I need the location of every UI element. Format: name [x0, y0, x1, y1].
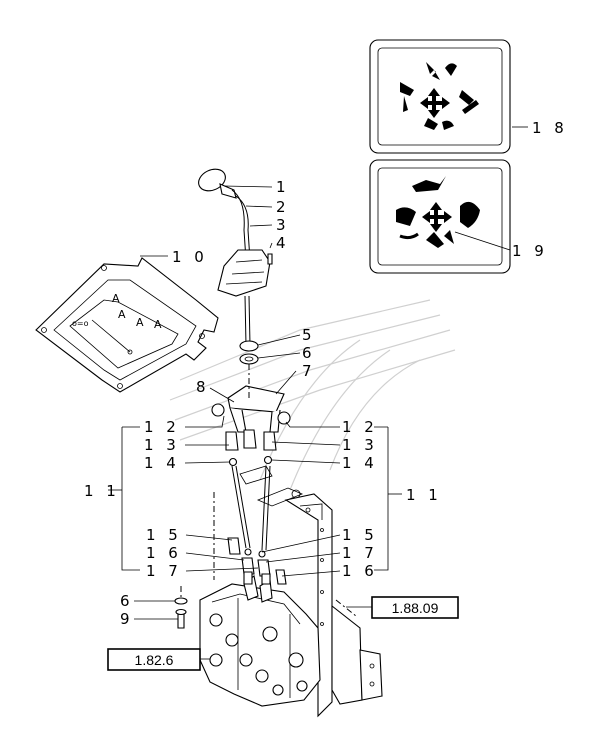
callout-15-right: 1 5	[342, 526, 378, 544]
callout-8: 8	[196, 378, 206, 396]
watermark	[169, 299, 456, 491]
decal-19	[369, 159, 511, 274]
floor-mount	[331, 599, 383, 705]
svg-text:A: A	[136, 316, 144, 329]
callout-11-right: 1 1	[406, 486, 442, 504]
callout-14-right: 1 4	[342, 454, 378, 472]
bolt-and-washer	[174, 586, 188, 629]
callout-13-right: 1 3	[342, 436, 378, 454]
callout-5: 5	[302, 326, 312, 344]
joystick-lever	[198, 168, 273, 346]
callout-17-left: 1 7	[146, 562, 182, 580]
callout-19: 1 9	[512, 242, 548, 260]
linkage	[211, 403, 291, 551]
leader-lines	[108, 126, 528, 660]
callout-7: 7	[302, 362, 312, 380]
callout-9: 9	[120, 610, 130, 628]
callout-16-right: 1 6	[342, 562, 378, 580]
callout-16-left: 1 6	[146, 544, 182, 562]
washers	[239, 340, 259, 365]
callout-6: 6	[302, 344, 312, 362]
callout-11-left: 1 1	[84, 482, 120, 500]
callout-6-lower: 6	[120, 592, 130, 610]
reference-box-1-88-09[interactable]: 1.88.09	[371, 596, 459, 619]
reference-box-1-82-6[interactable]: 1.82.6	[107, 648, 201, 671]
callout-2: 2	[276, 198, 286, 216]
callout-10: 1 0	[172, 248, 208, 266]
callout-3: 3	[276, 216, 286, 234]
mounting-plate: A A A A o=o	[35, 257, 219, 393]
callout-1: 1	[276, 178, 286, 196]
svg-text:A: A	[112, 292, 120, 305]
joystick-pattern-icon	[396, 176, 480, 248]
callout-labels: 1 2 3 4 1 0 5 6 7 8 1 8 1 9 1 2 1 3 1 4 …	[84, 119, 568, 628]
callout-12-right: 1 2	[342, 418, 378, 436]
callout-15-left: 1 5	[146, 526, 182, 544]
joystick-pattern-icon	[400, 62, 479, 130]
svg-text:A: A	[118, 308, 126, 321]
callout-18: 1 8	[532, 119, 568, 137]
reference-label: 1.88.09	[392, 600, 439, 616]
svg-text:o=o: o=o	[72, 319, 89, 328]
support-bracket	[213, 465, 333, 718]
callout-4: 4	[276, 234, 286, 252]
callout-17-right: 1 7	[342, 544, 378, 562]
decal-18	[369, 39, 511, 154]
reference-label: 1.82.6	[135, 652, 174, 668]
callout-14-left: 1 4	[144, 454, 180, 472]
callout-12-left: 1 2	[144, 418, 180, 436]
callout-13-left: 1 3	[144, 436, 180, 454]
svg-text:A: A	[154, 318, 162, 331]
control-valve	[199, 571, 321, 707]
link-clips	[227, 537, 287, 585]
